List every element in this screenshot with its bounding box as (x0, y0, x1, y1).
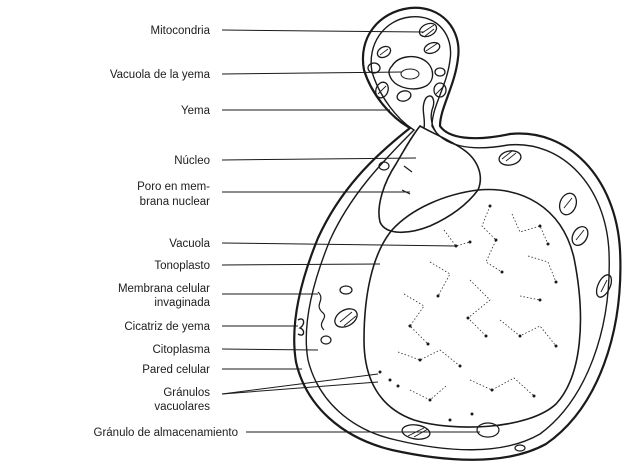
mitochondrion (435, 68, 445, 76)
bud-scar (298, 319, 304, 335)
label-granulos-line1: Gránulos (163, 387, 210, 399)
label-mitocondria: Mitocondria (151, 25, 211, 37)
cell-wall (294, 8, 620, 460)
bud-vacuole (389, 57, 433, 89)
leader-tonoplasto (222, 264, 380, 265)
label-poro-line2: brana nuclear (140, 196, 210, 208)
leader-citoplasma (222, 349, 318, 350)
mitochondrion (423, 41, 441, 56)
plasma-membrane (306, 17, 609, 450)
label-vacuola-yema: Vacuola de la yema (110, 69, 211, 81)
label-granulo-almacenamiento: Gránulo de almacenamiento (94, 427, 238, 439)
label-poro-line1: Poro en mem- (137, 181, 210, 193)
yeast-cell-illustration (294, 8, 620, 460)
label-tonoplasto: Tonoplasto (154, 260, 210, 272)
mitochondrion (332, 305, 361, 331)
label-group: Mitocondria Vacuola de la yema Yema Núcl… (94, 25, 238, 439)
bud-vacuole-inner (401, 69, 419, 79)
leader-mitocondria (222, 30, 424, 32)
invaginated-membrane (318, 292, 325, 330)
storage-granules (321, 162, 525, 451)
leader-vacuola (222, 243, 456, 246)
nuclear-pore (402, 166, 412, 194)
label-granulos-line2: vacuolares (154, 401, 210, 413)
label-cicatriz: Cicatriz de yema (124, 321, 210, 333)
label-pared: Pared celular (142, 364, 210, 376)
mitochondrion (417, 21, 438, 39)
label-yema: Yema (181, 105, 211, 117)
label-citoplasma: Citoplasma (152, 344, 210, 356)
mitochondrion (396, 89, 412, 102)
storage-granule (477, 423, 499, 437)
vacuolar-granule-dots (379, 205, 558, 422)
mitochondria-cristae (340, 25, 607, 437)
vacuolar-granules (398, 206, 556, 400)
label-nucleo: Núcleo (174, 155, 210, 167)
storage-granule (340, 286, 352, 294)
label-vacuola: Vacuola (169, 238, 210, 250)
vacuole-tonoplast (364, 190, 580, 428)
storage-granule (515, 445, 525, 451)
storage-granule (321, 336, 331, 344)
mitochondrion (569, 224, 591, 248)
mitochondrion (368, 63, 380, 73)
label-membrana-line2: invaginada (154, 297, 210, 309)
mitochondrion (557, 191, 580, 217)
label-membrana-line1: Membrana celular (118, 283, 210, 295)
